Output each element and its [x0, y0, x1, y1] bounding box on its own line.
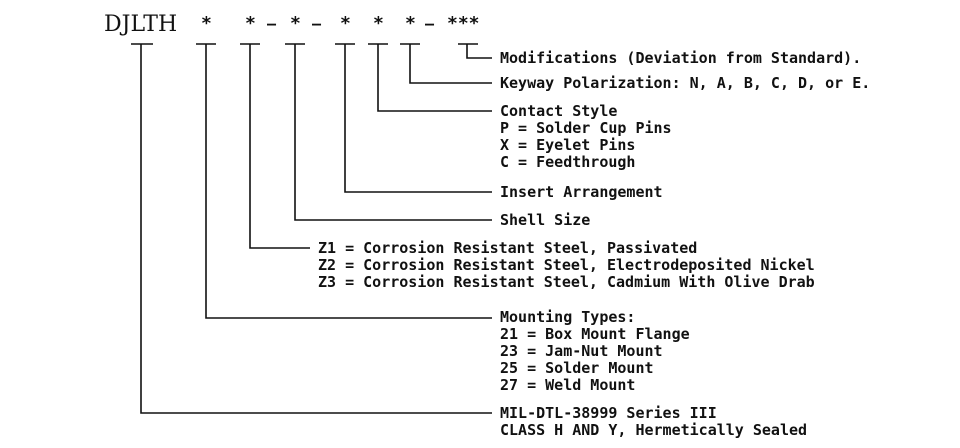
- mounting-leader: [205, 44, 492, 319]
- keyway-leader: [409, 44, 492, 84]
- keyway-placeholder: *: [405, 13, 416, 34]
- series-leader: [140, 44, 492, 414]
- mounting-placeholder: *: [201, 13, 212, 34]
- insert-arrangement-placeholder: *: [340, 13, 351, 34]
- modifications-placeholder: ***: [447, 13, 480, 34]
- shell-size-placeholder: *: [290, 13, 301, 34]
- separator-dash-2: –: [312, 15, 322, 33]
- material-option: Z1 = Corrosion Resistant Steel, Passivat…: [318, 239, 697, 257]
- class-label: CLASS H AND Y, Hermetically Sealed: [500, 421, 807, 439]
- separator-dash-3: –: [425, 15, 435, 33]
- insert-arrangement-label: Insert Arrangement: [500, 183, 663, 201]
- material-option: Z3 = Corrosion Resistant Steel, Cadmium …: [318, 273, 815, 291]
- contact-style-title: Contact Style: [500, 102, 617, 120]
- contact-style-leader: [377, 44, 492, 112]
- modifications-label: Modifications (Deviation from Standard).: [500, 49, 861, 67]
- keyway-label: Keyway Polarization: N, A, B, C, D, or E…: [500, 74, 870, 92]
- mounting-types-title: Mounting Types:: [500, 308, 635, 326]
- material-placeholder: *: [245, 13, 256, 34]
- part-prefix: DJLTH: [104, 12, 177, 37]
- series-label: MIL-DTL-38999 Series III: [500, 404, 717, 422]
- material-option: Z2 = Corrosion Resistant Steel, Electrod…: [318, 256, 815, 274]
- contact-style-option: C = Feedthrough: [500, 153, 635, 171]
- mounting-option: 21 = Box Mount Flange: [500, 325, 690, 343]
- modifications-leader: [466, 44, 492, 59]
- shell-size-label: Shell Size: [500, 211, 590, 229]
- mounting-option: 25 = Solder Mount: [500, 359, 654, 377]
- mounting-option: 27 = Weld Mount: [500, 376, 635, 394]
- material-leader: [249, 44, 310, 249]
- contact-style-placeholder: *: [373, 13, 384, 34]
- contact-style-option: X = Eyelet Pins: [500, 136, 635, 154]
- separator-dash-1: –: [267, 15, 277, 33]
- insert-arrangement-leader: [344, 44, 492, 193]
- mounting-option: 23 = Jam-Nut Mount: [500, 342, 663, 360]
- shell-size-leader: [294, 44, 492, 221]
- contact-style-option: P = Solder Cup Pins: [500, 119, 672, 137]
